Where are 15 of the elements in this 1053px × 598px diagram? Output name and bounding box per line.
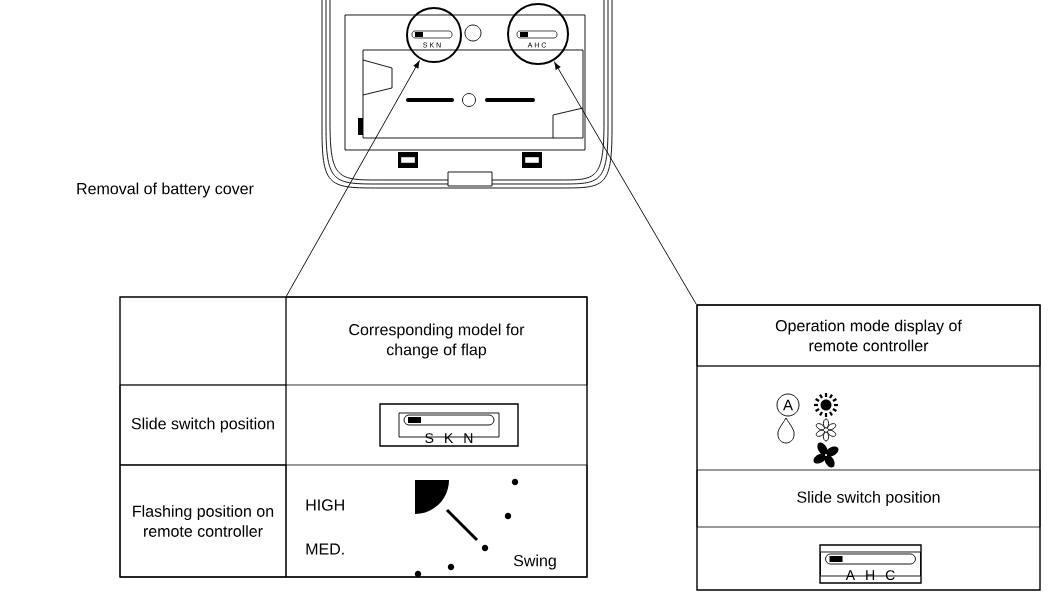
header-cell: Operation mode display of remote controller — [696, 304, 1041, 367]
header-cell: Corresponding model for change of flap — [285, 296, 588, 386]
mode-label: HIGH — [306, 499, 344, 511]
slide-switch: A H C — [819, 544, 922, 584]
mode-label: Swing — [513, 554, 556, 570]
magnifier-circle — [406, 7, 462, 63]
leader-line — [285, 60, 420, 297]
leader-line — [554, 62, 697, 305]
slide-switch: S K N — [379, 403, 519, 447]
magnifier-circle — [507, 3, 569, 65]
caption-text: Removal of battery cover — [77, 182, 254, 198]
row-heading: Flashing position on remote controller — [119, 464, 287, 578]
mode-label: MED. — [306, 543, 344, 555]
row-heading: Slide switch position — [696, 469, 1041, 528]
row-heading: Slide switch position — [119, 384, 287, 466]
